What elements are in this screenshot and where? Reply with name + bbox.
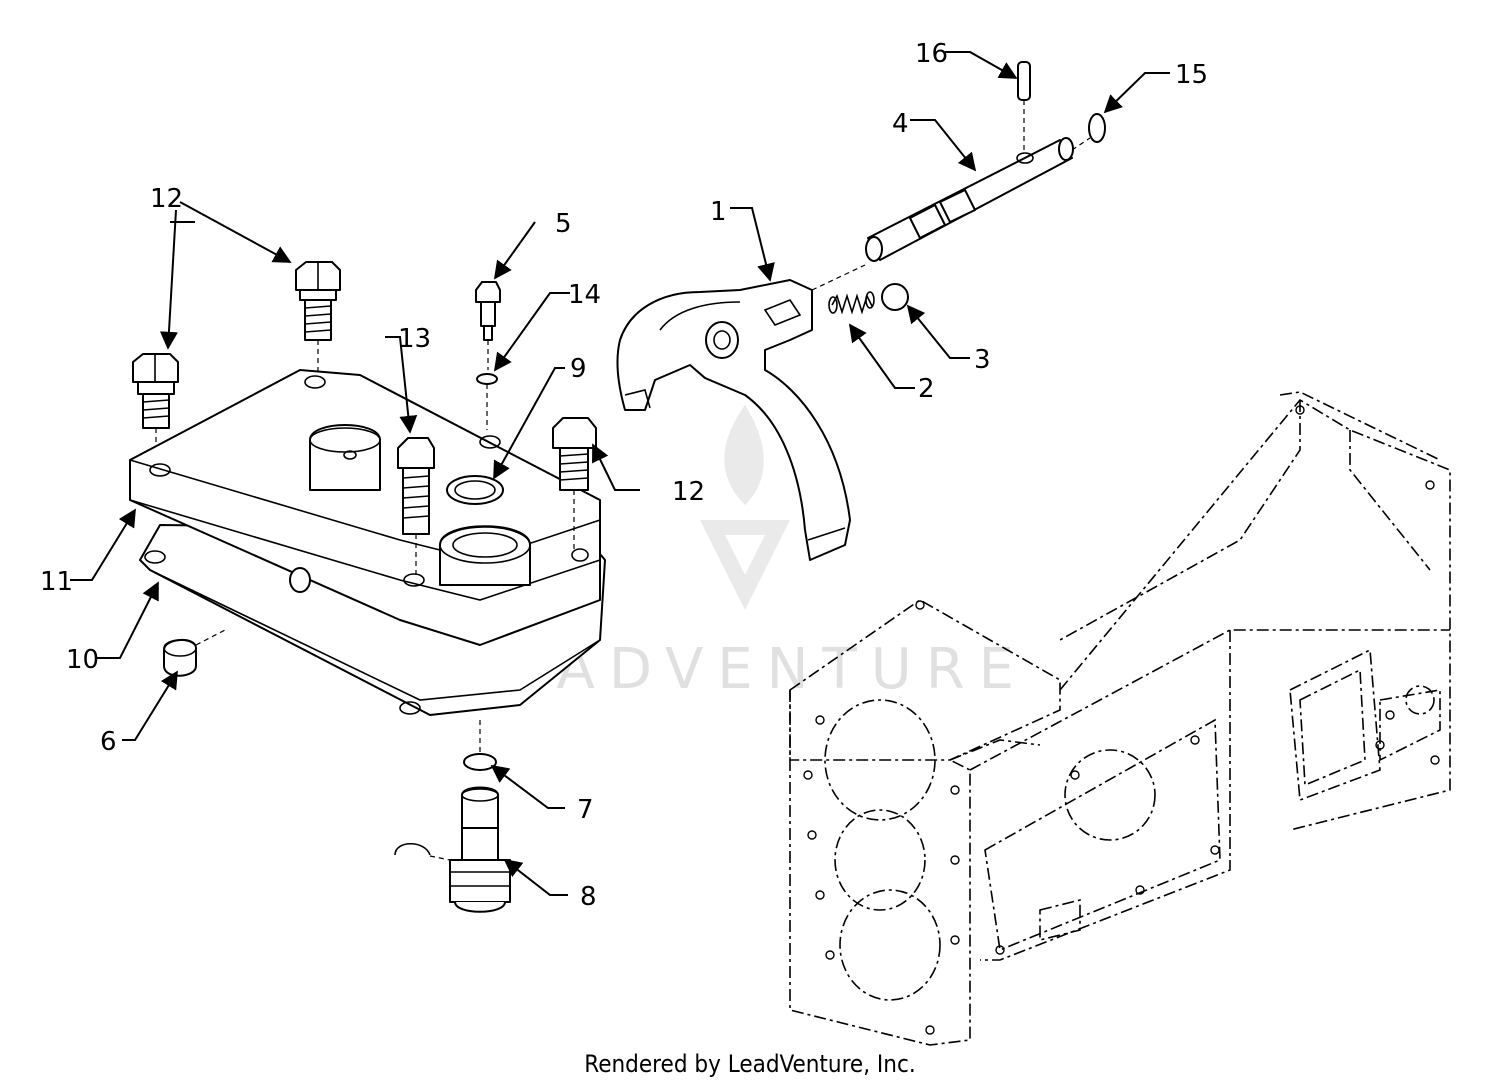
callout-7: 7 — [577, 795, 594, 825]
ring-15 — [1088, 113, 1106, 143]
callout-1: 1 — [710, 197, 727, 227]
shift-fork-1 — [616, 264, 866, 561]
callout-12-top: 12 — [150, 184, 183, 214]
callout-15: 15 — [1175, 60, 1208, 90]
pin-16 — [1017, 61, 1031, 150]
callout-9: 9 — [570, 354, 587, 384]
spring-2 — [828, 291, 875, 315]
ball-3 — [881, 283, 909, 311]
bolt-12-front-left — [132, 353, 179, 465]
transmission-case — [789, 391, 1451, 1046]
callout-8: 8 — [580, 882, 597, 912]
callout-16: 16 — [915, 39, 948, 69]
washer-14 — [476, 373, 498, 385]
callout-4: 4 — [892, 109, 909, 139]
leader-lines — [70, 51, 1170, 896]
bushing-6 — [163, 629, 226, 677]
callout-11: 11 — [40, 567, 73, 597]
plunger-8 — [394, 786, 511, 913]
credit-text: Rendered by LeadVenture, Inc. — [584, 1050, 916, 1078]
callout-13: 13 — [398, 324, 431, 354]
callout-2: 2 — [918, 374, 935, 404]
o-ring-7 — [463, 753, 497, 771]
callout-6: 6 — [100, 727, 117, 757]
bolt-12-front-right — [552, 417, 597, 550]
callout-labels: 1 2 3 4 5 6 7 8 9 10 11 12 12 13 14 15 1… — [40, 39, 1208, 912]
callout-5: 5 — [555, 209, 572, 239]
screw-5 — [475, 281, 501, 370]
bolt-13 — [397, 437, 435, 575]
callout-3: 3 — [974, 345, 991, 375]
callout-14: 14 — [568, 280, 601, 310]
shift-rail-4 — [865, 137, 1074, 262]
callout-12-right: 12 — [672, 477, 705, 507]
callout-10: 10 — [66, 645, 99, 675]
bolt-12-rear — [295, 261, 341, 380]
shift-cover-assembly — [129, 369, 606, 716]
